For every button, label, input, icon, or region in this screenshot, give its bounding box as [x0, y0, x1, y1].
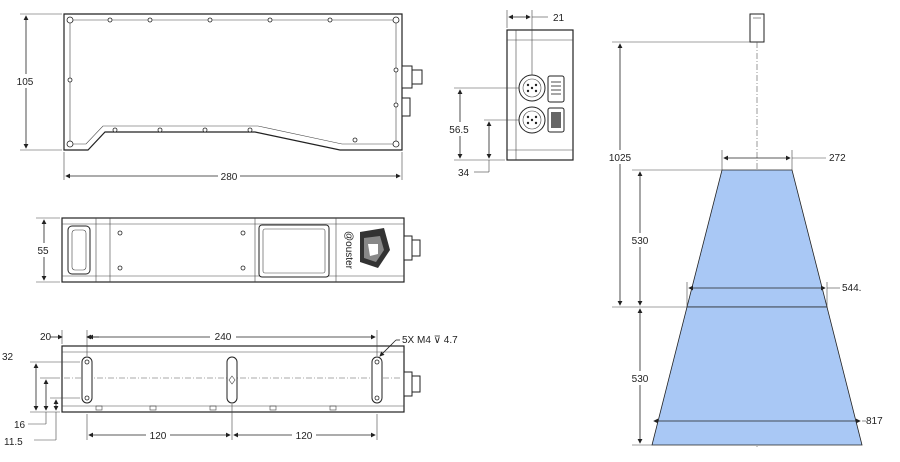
- front-connector: [403, 235, 413, 261]
- mount-slot-right: [371, 356, 383, 404]
- dim-272: 272: [829, 153, 846, 164]
- dim-55: 55: [37, 246, 49, 257]
- dim-544: 544.: [842, 283, 861, 294]
- dim-105: 105: [17, 77, 34, 88]
- dim-11-5: 11.5: [4, 437, 23, 448]
- dim-20: 20: [40, 332, 52, 343]
- dim-1025: 1025: [609, 153, 632, 164]
- bottom-view: 20 240 5X M4 ⊽ 4.7 32 16 11.5: [2, 329, 458, 448]
- dim-16: 16: [14, 420, 26, 431]
- top-view-outline: [63, 13, 403, 151]
- mount-slot-center: [226, 356, 238, 404]
- dim-34: 34: [458, 168, 470, 179]
- connector-lower: [401, 97, 411, 117]
- end-window-left: [67, 225, 91, 275]
- side-view: 21 56.5 34: [446, 10, 574, 179]
- top-view: 280 105: [14, 13, 423, 183]
- dim-21: 21: [553, 13, 565, 24]
- logo-text: @ouster: [343, 231, 354, 270]
- dim-817: 817: [866, 416, 883, 427]
- screw-holes-top: [66, 16, 400, 148]
- mount-slot-left: [81, 356, 93, 404]
- dim-hole-callout: 5X M4 ⊽ 4.7: [402, 335, 458, 346]
- connector-circle-lower: [518, 106, 546, 134]
- dim-120-right: 120: [296, 431, 313, 442]
- beam-upper: [686, 169, 828, 308]
- dim-32: 32: [2, 352, 14, 363]
- connector-top: [401, 65, 413, 89]
- ouster-logo-icon: [360, 228, 390, 268]
- beam-diagram: 1025 272 530 544. 530 817: [604, 13, 883, 448]
- connector-circle-upper: [518, 74, 546, 102]
- dim-56-5: 56.5: [449, 125, 469, 136]
- dim-120-left: 120: [150, 431, 167, 442]
- front-view: @ouster 55: [33, 217, 421, 283]
- dim-530-upper: 530: [632, 236, 649, 247]
- dim-530-lower: 530: [632, 374, 649, 385]
- dim-280: 280: [221, 172, 238, 183]
- status-panel-upper: [547, 75, 565, 103]
- beam-lower: [651, 306, 863, 446]
- front-window: [258, 224, 330, 278]
- front-view-outline: [61, 217, 405, 283]
- dim-240: 240: [215, 332, 232, 343]
